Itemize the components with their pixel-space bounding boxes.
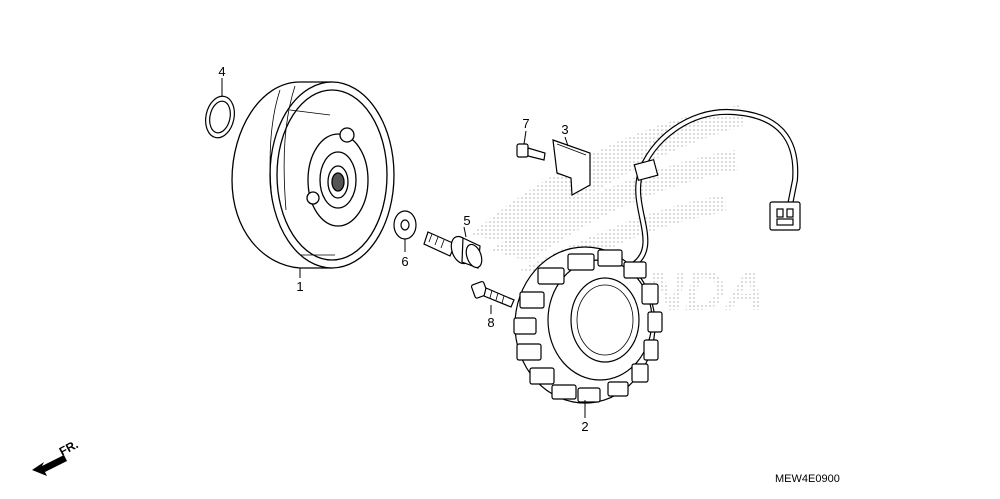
washer-part-6[interactable] [393, 210, 417, 240]
clamp-plate-part-3[interactable] [552, 139, 591, 196]
stator-part-2[interactable] [513, 246, 663, 404]
callout-7: 7 [522, 116, 529, 131]
o-ring-part-4[interactable] [202, 94, 238, 141]
callout-4: 4 [218, 64, 225, 79]
front-arrow-icon [32, 455, 67, 476]
wiring-harness [626, 108, 799, 271]
diagram-code: MEW4E0900 [775, 473, 840, 485]
callout-1: 1 [296, 279, 303, 294]
stator-bolt-part-8[interactable] [470, 280, 515, 308]
flywheel-part-1[interactable] [231, 81, 395, 269]
small-bolt-part-7[interactable] [516, 143, 546, 161]
front-direction-indicator: FR. [32, 437, 80, 476]
leader-lines [221, 78, 586, 418]
front-direction-label: FR. [57, 437, 81, 458]
callout-2: 2 [581, 419, 588, 434]
stator-pole [537, 267, 565, 285]
flange-bolt-part-5[interactable] [423, 231, 485, 270]
wire-connector[interactable] [769, 201, 801, 231]
callout-6: 6 [401, 254, 408, 269]
callout-5: 5 [463, 213, 470, 228]
callout-8: 8 [487, 315, 494, 330]
honda-wing-watermark: HONDA [470, 105, 765, 322]
callout-3: 3 [561, 122, 568, 137]
